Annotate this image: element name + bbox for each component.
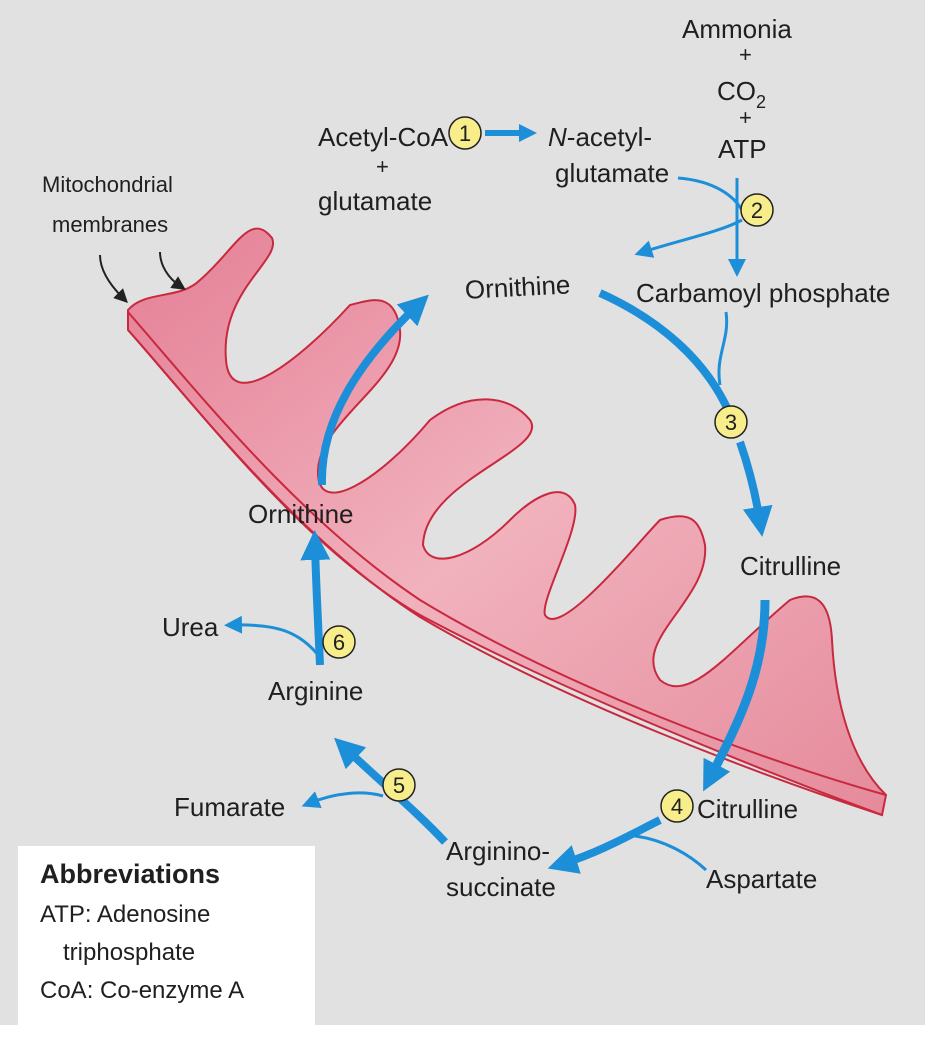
abbreviations-title: Abbreviations bbox=[40, 859, 220, 889]
plus-sign-1: + bbox=[376, 154, 389, 179]
urea-label: Urea bbox=[162, 612, 219, 642]
fumarate-label: Fumarate bbox=[174, 792, 285, 822]
step-marker-4: 4 bbox=[661, 790, 693, 822]
step-number-5: 5 bbox=[393, 773, 405, 798]
step-marker-3: 3 bbox=[715, 406, 747, 438]
carbamoyl-phosphate-label: Carbamoyl phosphate bbox=[636, 278, 890, 308]
argininosuccinate-line2: succinate bbox=[446, 872, 556, 902]
glutamate-label: glutamate bbox=[318, 186, 432, 216]
abbreviations-box: Abbreviations ATP: Adenosine triphosphat… bbox=[18, 846, 315, 1025]
n-acetylglutamate-line2: glutamate bbox=[555, 158, 669, 188]
abbreviation-line-1: ATP: Adenosine bbox=[40, 901, 210, 928]
step-number-6: 6 bbox=[333, 630, 345, 655]
ornithine-left-label: Ornithine bbox=[248, 499, 354, 529]
abbreviation-line-3: CoA: Co-enzyme A bbox=[40, 977, 244, 1004]
acetyl-coa-label: Acetyl-CoA bbox=[318, 122, 449, 152]
ammonia-label: Ammonia bbox=[682, 14, 792, 44]
plus-sign-3: + bbox=[739, 105, 752, 130]
step-marker-6: 6 bbox=[323, 626, 355, 658]
step-number-4: 4 bbox=[671, 794, 683, 819]
step-number-3: 3 bbox=[725, 410, 737, 435]
citrulline-label-1: Citrulline bbox=[740, 551, 841, 581]
aspartate-label: Aspartate bbox=[706, 864, 817, 894]
plus-sign-2: + bbox=[739, 42, 752, 67]
atp-label: ATP bbox=[718, 134, 767, 164]
step-number-2: 2 bbox=[751, 198, 763, 223]
step-marker-1: 1 bbox=[449, 117, 481, 149]
co2-subscript: 2 bbox=[756, 92, 766, 112]
arginine-label: Arginine bbox=[268, 676, 363, 706]
co2-main: CO bbox=[717, 76, 756, 106]
step-marker-2: 2 bbox=[741, 194, 773, 226]
step-marker-5: 5 bbox=[383, 769, 415, 801]
bottom-strip bbox=[0, 1025, 925, 1049]
n-acetyl-prefix: N bbox=[548, 122, 567, 152]
abbreviation-line-2: triphosphate bbox=[63, 939, 195, 966]
ornithine-top-label: Ornithine bbox=[464, 269, 571, 304]
mito-label-line1: Mitochondrial bbox=[42, 172, 173, 197]
arrow-step6 bbox=[315, 545, 320, 665]
n-acetylglutamate-line1: N-acetyl- bbox=[548, 122, 652, 152]
n-acetyl-rest: -acetyl- bbox=[567, 122, 652, 152]
mito-label-line2: membranes bbox=[52, 212, 168, 237]
citrulline-label-2: Citrulline bbox=[697, 794, 798, 824]
argininosuccinate-line1: Arginino- bbox=[446, 836, 550, 866]
step-number-1: 1 bbox=[459, 121, 471, 146]
